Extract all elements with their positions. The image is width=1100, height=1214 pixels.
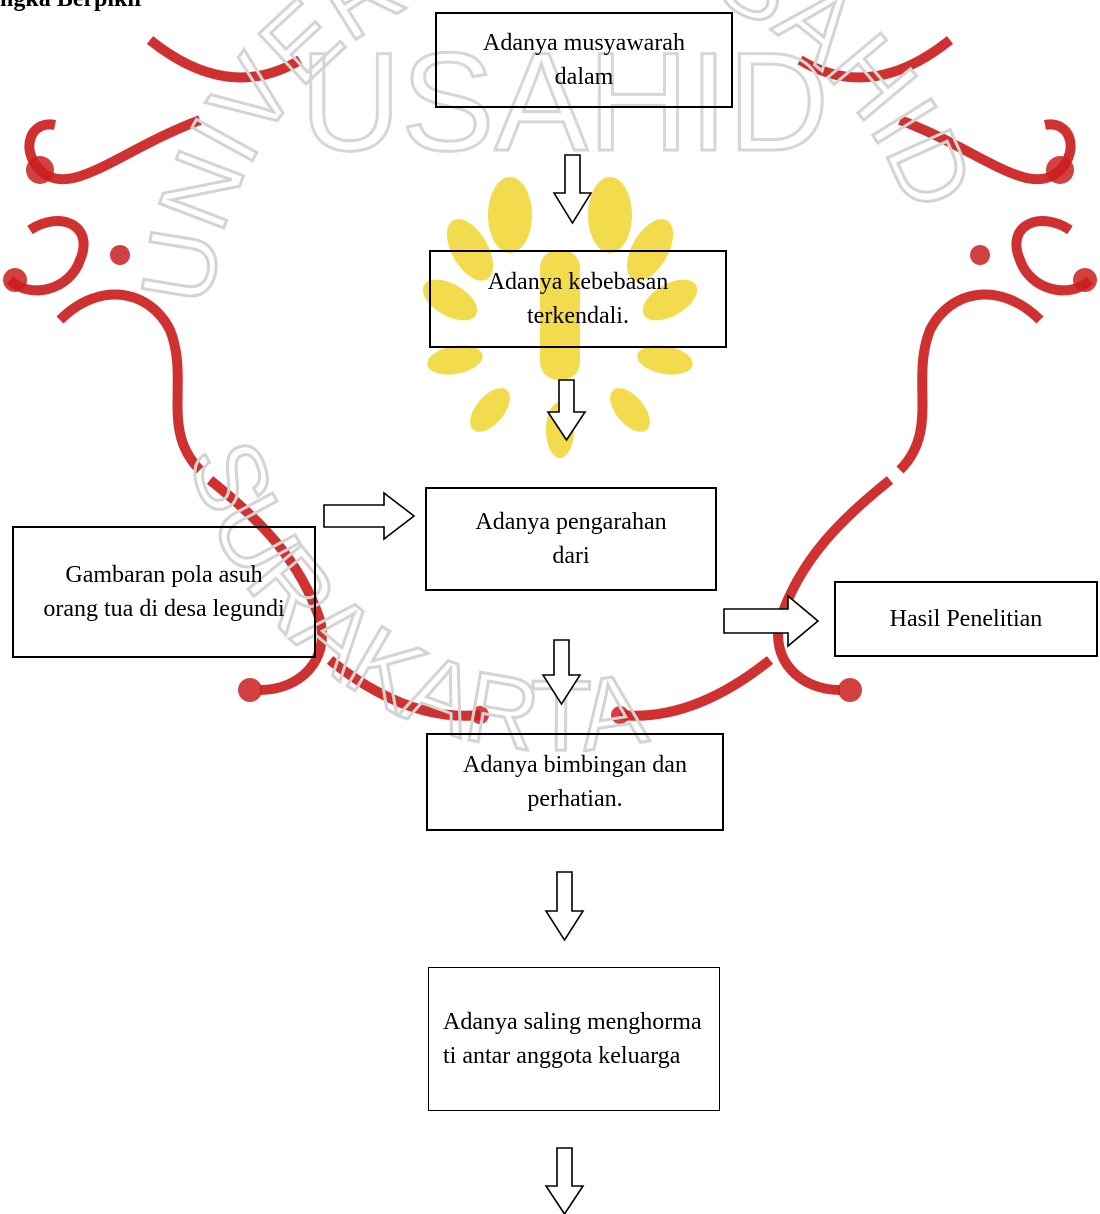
box-menghormati-text: Adanya saling menghorma ti antar anggota… xyxy=(443,1009,702,1069)
box-kebebasan-text: Adanya kebebasan terkendali. xyxy=(487,269,669,329)
box-pengarahan-text: Adanya pengarahan dari xyxy=(475,509,667,569)
box-hasil-text: Hasil Penelitian xyxy=(889,606,1043,632)
red-ornament-fills xyxy=(3,156,1097,724)
box-bimbingan-text: Adanya bimbingan dan perhatian. xyxy=(463,752,687,812)
box-bimbingan: Adanya bimbingan dan perhatian. xyxy=(426,733,724,831)
box-saling-menghormati: Adanya saling menghorma ti antar anggota… xyxy=(428,967,720,1111)
section-heading: ngka Berpikir xyxy=(0,0,145,13)
box-hasil-penelitian: Hasil Penelitian xyxy=(834,581,1098,657)
box-gambaran-pola-asuh: Gambaran pola asuh orang tua di desa leg… xyxy=(12,526,316,658)
box-musyawarah-text: Adanya musyawarah dalam xyxy=(483,30,685,90)
box-gambaran-text: Gambaran pola asuh orang tua di desa leg… xyxy=(43,562,285,622)
box-pengarahan: Adanya pengarahan dari xyxy=(425,487,717,591)
box-musyawarah: Adanya musyawarah dalam xyxy=(435,12,733,108)
box-kebebasan: Adanya kebebasan terkendali. xyxy=(429,250,727,348)
